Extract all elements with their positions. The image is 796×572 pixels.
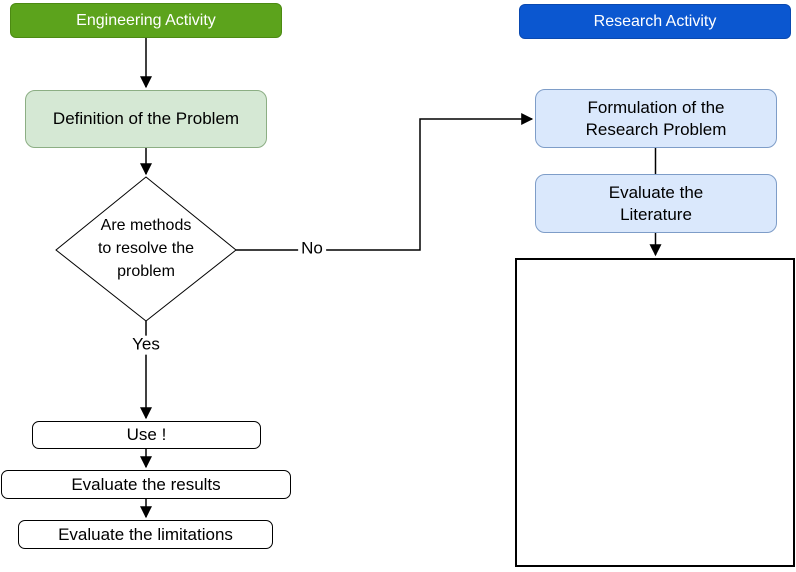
evaluate-results-node: Evaluate the results: [1, 470, 291, 499]
research-output-box: [515, 258, 795, 567]
use-node: Use !: [32, 421, 261, 449]
decision-diamond: [55, 176, 237, 322]
literature-node: Evaluate the Literature: [535, 174, 777, 233]
research-activity-header: Research Activity: [519, 4, 791, 39]
formulation-node: Formulation of the Research Problem: [535, 89, 777, 148]
decision-label: Are methods to resolve the problem: [97, 217, 195, 281]
no-label: No: [298, 239, 326, 259]
engineering-activity-header: Engineering Activity: [10, 3, 282, 38]
connector-decision-no-to-formulation: [236, 113, 534, 251]
yes-label: Yes: [129, 335, 163, 355]
definition-of-problem-node: Definition of the Problem: [25, 90, 267, 148]
evaluate-limitations-node: Evaluate the limitations: [18, 520, 273, 549]
